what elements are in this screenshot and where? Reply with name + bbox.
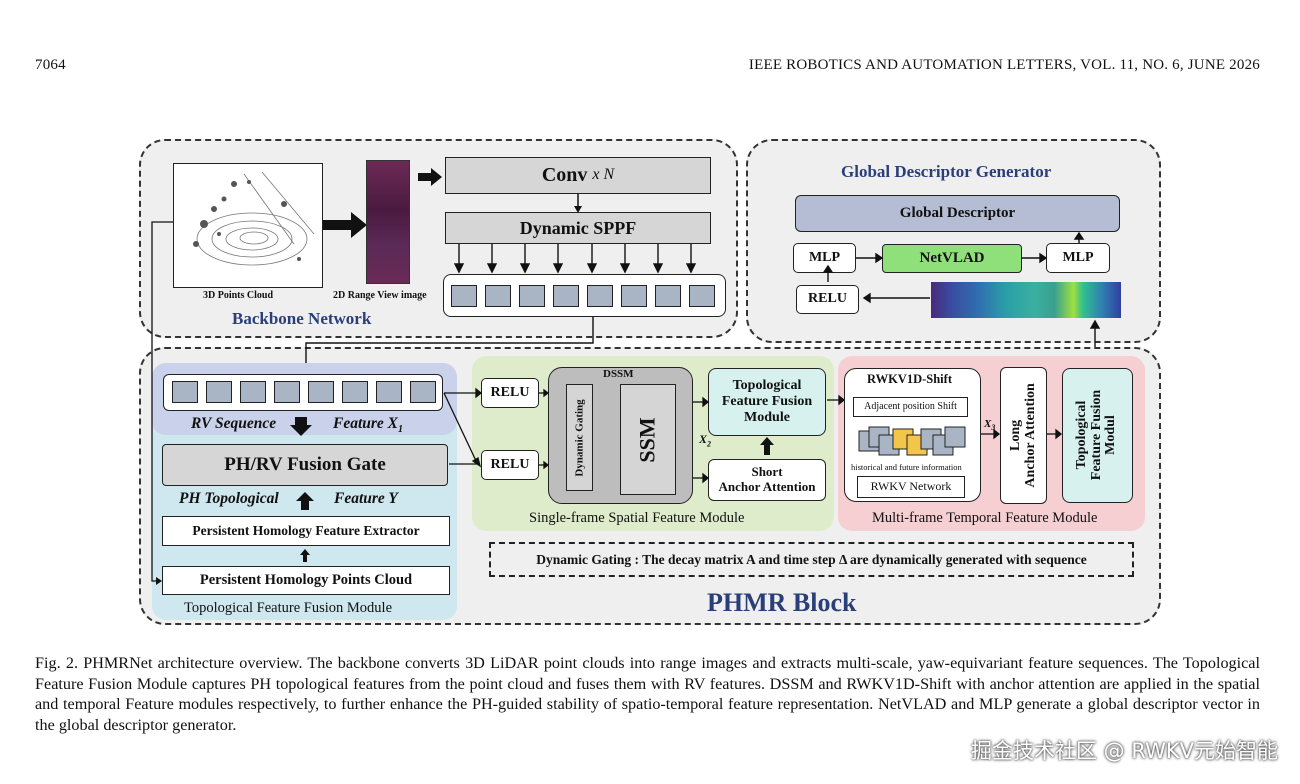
- global-arrows: [822, 231, 1101, 350]
- mlp-right-box: MLP: [1046, 243, 1110, 273]
- dssm-label: DSSM: [603, 368, 634, 380]
- tffm-line: Module: [744, 410, 790, 426]
- point-cloud-image: [173, 163, 323, 288]
- range-view-image: [366, 160, 410, 284]
- conv-block: Conv x N: [445, 157, 711, 194]
- watermark: 掘金技术社区 @ RWKV元始智能: [971, 739, 1278, 763]
- figure: 3D Points Cloud 2D Range View image Conv…: [139, 139, 1161, 625]
- rv-sequence-label: RV Sequence: [191, 415, 277, 432]
- ssm-box: SSM: [620, 384, 676, 495]
- tffm-line: Feature Fusion: [721, 393, 813, 409]
- rv-feature-cell: [172, 381, 198, 403]
- feature-cell: [587, 285, 613, 307]
- feature-x1-label: Feature X1: [333, 415, 403, 435]
- rv-feature-cell: [308, 381, 334, 403]
- historical-future-label: historical and future information: [851, 462, 962, 472]
- rv-feature-cell: [376, 381, 402, 403]
- rv-feature-cell: [206, 381, 232, 403]
- short-anchor-line: Short: [751, 464, 783, 480]
- arrow-up-icon: [760, 437, 774, 455]
- feature-x1-text: Feature X: [333, 415, 399, 432]
- relu-top-box: RELU: [481, 378, 539, 408]
- ph-topological-label: PH Topological: [179, 490, 279, 507]
- rwkv-shift-label: RWKV1D-Shift: [867, 372, 952, 386]
- feature-y-label: Feature Y: [334, 490, 398, 507]
- pointcloud-to-ph-arrow: [151, 221, 173, 585]
- x3-label: X3: [984, 418, 995, 432]
- x2-subscript: 2: [707, 439, 712, 449]
- ph-rv-fusion-gate: PH/RV Fusion Gate: [162, 444, 448, 486]
- conv-label: Conv: [541, 164, 588, 186]
- range-view-label: 2D Range View image: [333, 290, 427, 301]
- x3-subscript: 3: [991, 423, 996, 433]
- rwkv-network-box: RWKV Network: [857, 476, 965, 498]
- feature-cell: [519, 285, 545, 307]
- arrow-right-icon: [418, 168, 442, 186]
- points-cloud-label: 3D Points Cloud: [203, 290, 274, 301]
- conv-multiplier: x N: [592, 166, 615, 184]
- short-anchor-attention-box: Short Anchor Attention: [708, 459, 826, 501]
- temporal-module-title: Multi-frame Temporal Feature Module: [872, 510, 1098, 526]
- mlp-left-box: MLP: [793, 243, 856, 273]
- ph-points-cloud: Persistent Homology Points Cloud: [162, 566, 450, 595]
- descriptor-vector-heatmap: [931, 282, 1121, 318]
- arrow-right-icon: [323, 212, 367, 238]
- temporal-tffm-box: Topological Feature Fusion Modul: [1062, 368, 1133, 503]
- arrow-up-icon: [296, 492, 314, 510]
- page-number: 7064: [35, 57, 66, 73]
- feature-cell: [655, 285, 681, 307]
- x1-subscript: 1: [398, 424, 404, 436]
- topological-module-title: Topological Feature Fusion Module: [184, 600, 392, 616]
- arrow-up-icon: [300, 549, 310, 562]
- x2-label: X2: [699, 432, 711, 448]
- figure-caption: Fig. 2. PHMRNet architecture overview. T…: [35, 654, 1260, 734]
- long-anchor-attention-box: Long Anchor Attention: [1000, 367, 1047, 504]
- spatial-tffm-box: Topological Feature Fusion Module: [708, 368, 826, 436]
- rv-feature-cell: [410, 381, 436, 403]
- feature-cell: [553, 285, 579, 307]
- spatial-module-title: Single-frame Spatial Feature Module: [529, 510, 745, 526]
- feature-cell: [621, 285, 647, 307]
- arrow-down-icon: [290, 417, 312, 436]
- feature-cell: [451, 285, 477, 307]
- feature-cell: [485, 285, 511, 307]
- relu-bottom-box: RELU: [481, 450, 539, 480]
- adjacent-shift-box: Adjacent position Shift: [853, 397, 968, 417]
- feature-cell: [689, 285, 715, 307]
- dynamic-sppf-block: Dynamic SPPF: [445, 212, 711, 244]
- journal-header: IEEE ROBOTICS AND AUTOMATION LETTERS, VO…: [748, 57, 1260, 73]
- tffm-line: Topological: [732, 377, 802, 393]
- shift-cubes-icon: [858, 426, 966, 456]
- ph-feature-extractor: Persistent Homology Feature Extractor: [162, 516, 450, 546]
- dynamic-gating-note: Dynamic Gating : The decay matrix A and …: [489, 542, 1134, 577]
- rv-feature-cell: [342, 381, 368, 403]
- rv-feature-cell: [240, 381, 266, 403]
- sppf-output-arrows: [453, 244, 697, 274]
- backbone-title: Backbone Network: [232, 309, 372, 328]
- global-descriptor-box: Global Descriptor: [795, 195, 1120, 232]
- phmr-block-title: PHMR Block: [707, 588, 857, 617]
- x3-text: X: [984, 418, 992, 430]
- netvlad-box: NetVLAD: [882, 244, 1022, 273]
- arrow-down-icon: [574, 194, 582, 213]
- relu-global-box: RELU: [796, 285, 859, 314]
- x2-text: X: [699, 432, 708, 446]
- global-title: Global Descriptor Generator: [841, 162, 1052, 181]
- short-anchor-line: Anchor Attention: [718, 479, 816, 494]
- rv-feature-cell: [274, 381, 300, 403]
- dynamic-gating-box: Dynamic Gating: [566, 384, 593, 491]
- phmr-connector-arrows: [443, 387, 1063, 484]
